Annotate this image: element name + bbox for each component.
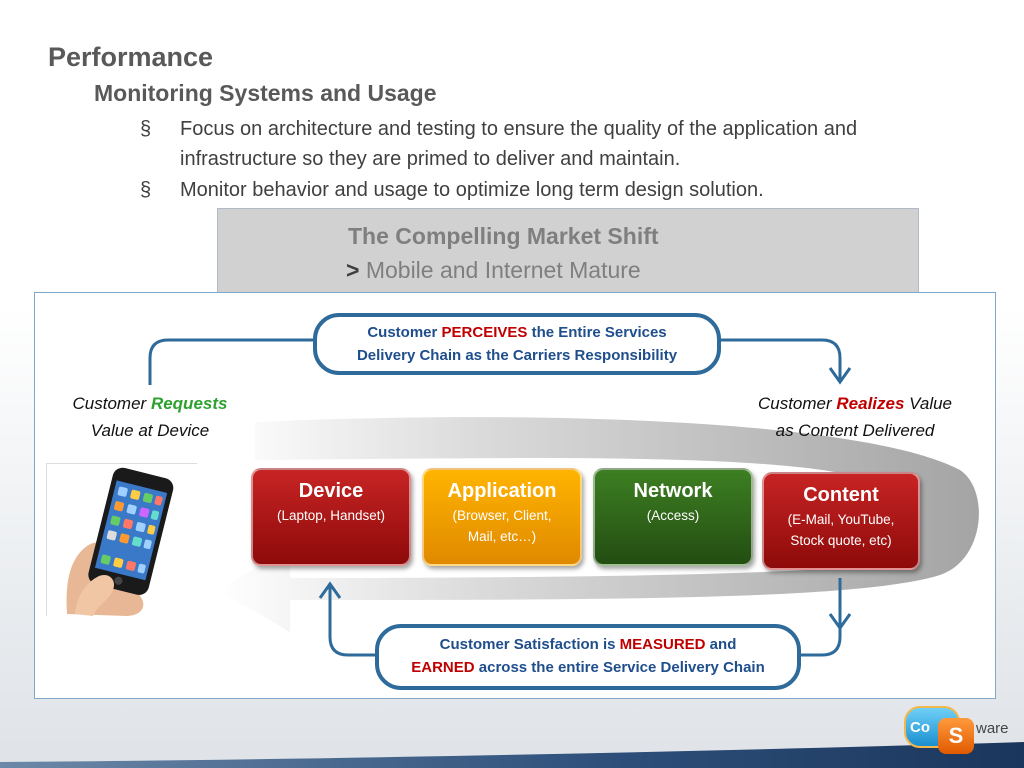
application-box: Application (Browser, Client, Mail, etc…… [422, 468, 582, 566]
bullet-mark: § [140, 179, 152, 201]
customer-requests-label: Customer Requests Value at Device [52, 390, 248, 444]
callout-arrow: > [346, 257, 360, 283]
pill-text: the Entire Services [527, 324, 667, 341]
slide-title: Performance [48, 42, 214, 72]
pill-keyword: PERCEIVES [441, 324, 528, 341]
callout-title: The Compelling Market Shift [348, 223, 659, 249]
measured-pill: Customer Satisfaction is MEASURED and EA… [375, 624, 801, 690]
label-keyword: Requests [150, 394, 228, 413]
measured-line2: EARNED across the entire Service Deliver… [379, 656, 797, 679]
pill-keyword: EARNED [411, 659, 475, 676]
label-text: Customer [757, 394, 837, 413]
box-detail: Mail, etc…) [467, 529, 537, 544]
label-text: Value at Device [90, 421, 210, 440]
perceives-line2: Delivery Chain as the Carriers Responsib… [356, 347, 678, 364]
pill-text: across the entire Service Delivery Chain [474, 659, 765, 676]
pill-keyword: MEASURED [619, 636, 706, 653]
smartphone-image [46, 463, 197, 616]
box-detail: (E-Mail, YouTube, [787, 512, 895, 527]
label-text: Customer [72, 394, 151, 413]
pill-text: Customer [367, 324, 442, 341]
box-detail: (Browser, Client, [452, 508, 552, 523]
label-text: Value [904, 394, 953, 413]
measured-line1: Customer Satisfaction is MEASURED and [379, 633, 797, 656]
box-title: Application [447, 480, 557, 502]
content-box: Content (E-Mail, YouTube, Stock quote, e… [762, 472, 920, 570]
box-detail: (Access) [646, 508, 700, 523]
bottom-right-arrowhead [828, 613, 852, 631]
box-title: Device [298, 480, 364, 502]
top-right-connector [717, 338, 842, 380]
logo-s-badge: S [938, 718, 974, 754]
slide-subtitle: Monitoring Systems and Usage [94, 80, 437, 106]
label-text: as Content Delivered [775, 421, 935, 440]
callout-subtitle-text: Mobile and Internet Mature [359, 257, 641, 283]
box-title: Content [803, 484, 879, 506]
box-detail: (Laptop, Handset) [276, 508, 386, 523]
market-shift-callout: The Compelling Market Shift > Mobile and… [217, 208, 919, 300]
footer-band [0, 742, 1024, 768]
bottom-left-arrowhead [318, 581, 342, 599]
bottom-left-connector [328, 585, 375, 657]
phone-in-hand-icon [66, 467, 174, 616]
box-detail: Stock quote, etc) [790, 533, 892, 548]
device-box: Device (Laptop, Handset) [251, 468, 411, 566]
callout-subtitle: > Mobile and Internet Mature [346, 257, 641, 284]
pill-text: and [705, 636, 737, 653]
bottom-right-connector [797, 578, 842, 657]
label-keyword: Realizes [836, 394, 905, 413]
company-logo: Co S ware [896, 700, 1016, 762]
pill-text: Customer Satisfaction is [439, 636, 620, 653]
customer-realizes-label: Customer Realizes Value as Content Deliv… [735, 390, 975, 444]
bullet-text: Monitor behavior and usage to optimize l… [180, 179, 764, 201]
swoosh-arrow [218, 417, 979, 632]
logo-ware: ware [976, 720, 1009, 737]
top-left-connector [148, 338, 313, 385]
top-right-arrowhead [828, 367, 852, 385]
box-title: Network [633, 480, 713, 502]
bullet-text: Focus on architecture and testing to ens… [180, 118, 858, 170]
perceives-pill: Customer PERCEIVES the Entire Services D… [313, 313, 721, 375]
network-box: Network (Access) [593, 468, 753, 566]
perceives-line1: Customer PERCEIVES the Entire Services [317, 321, 717, 344]
bullet-mark: § [140, 118, 152, 140]
